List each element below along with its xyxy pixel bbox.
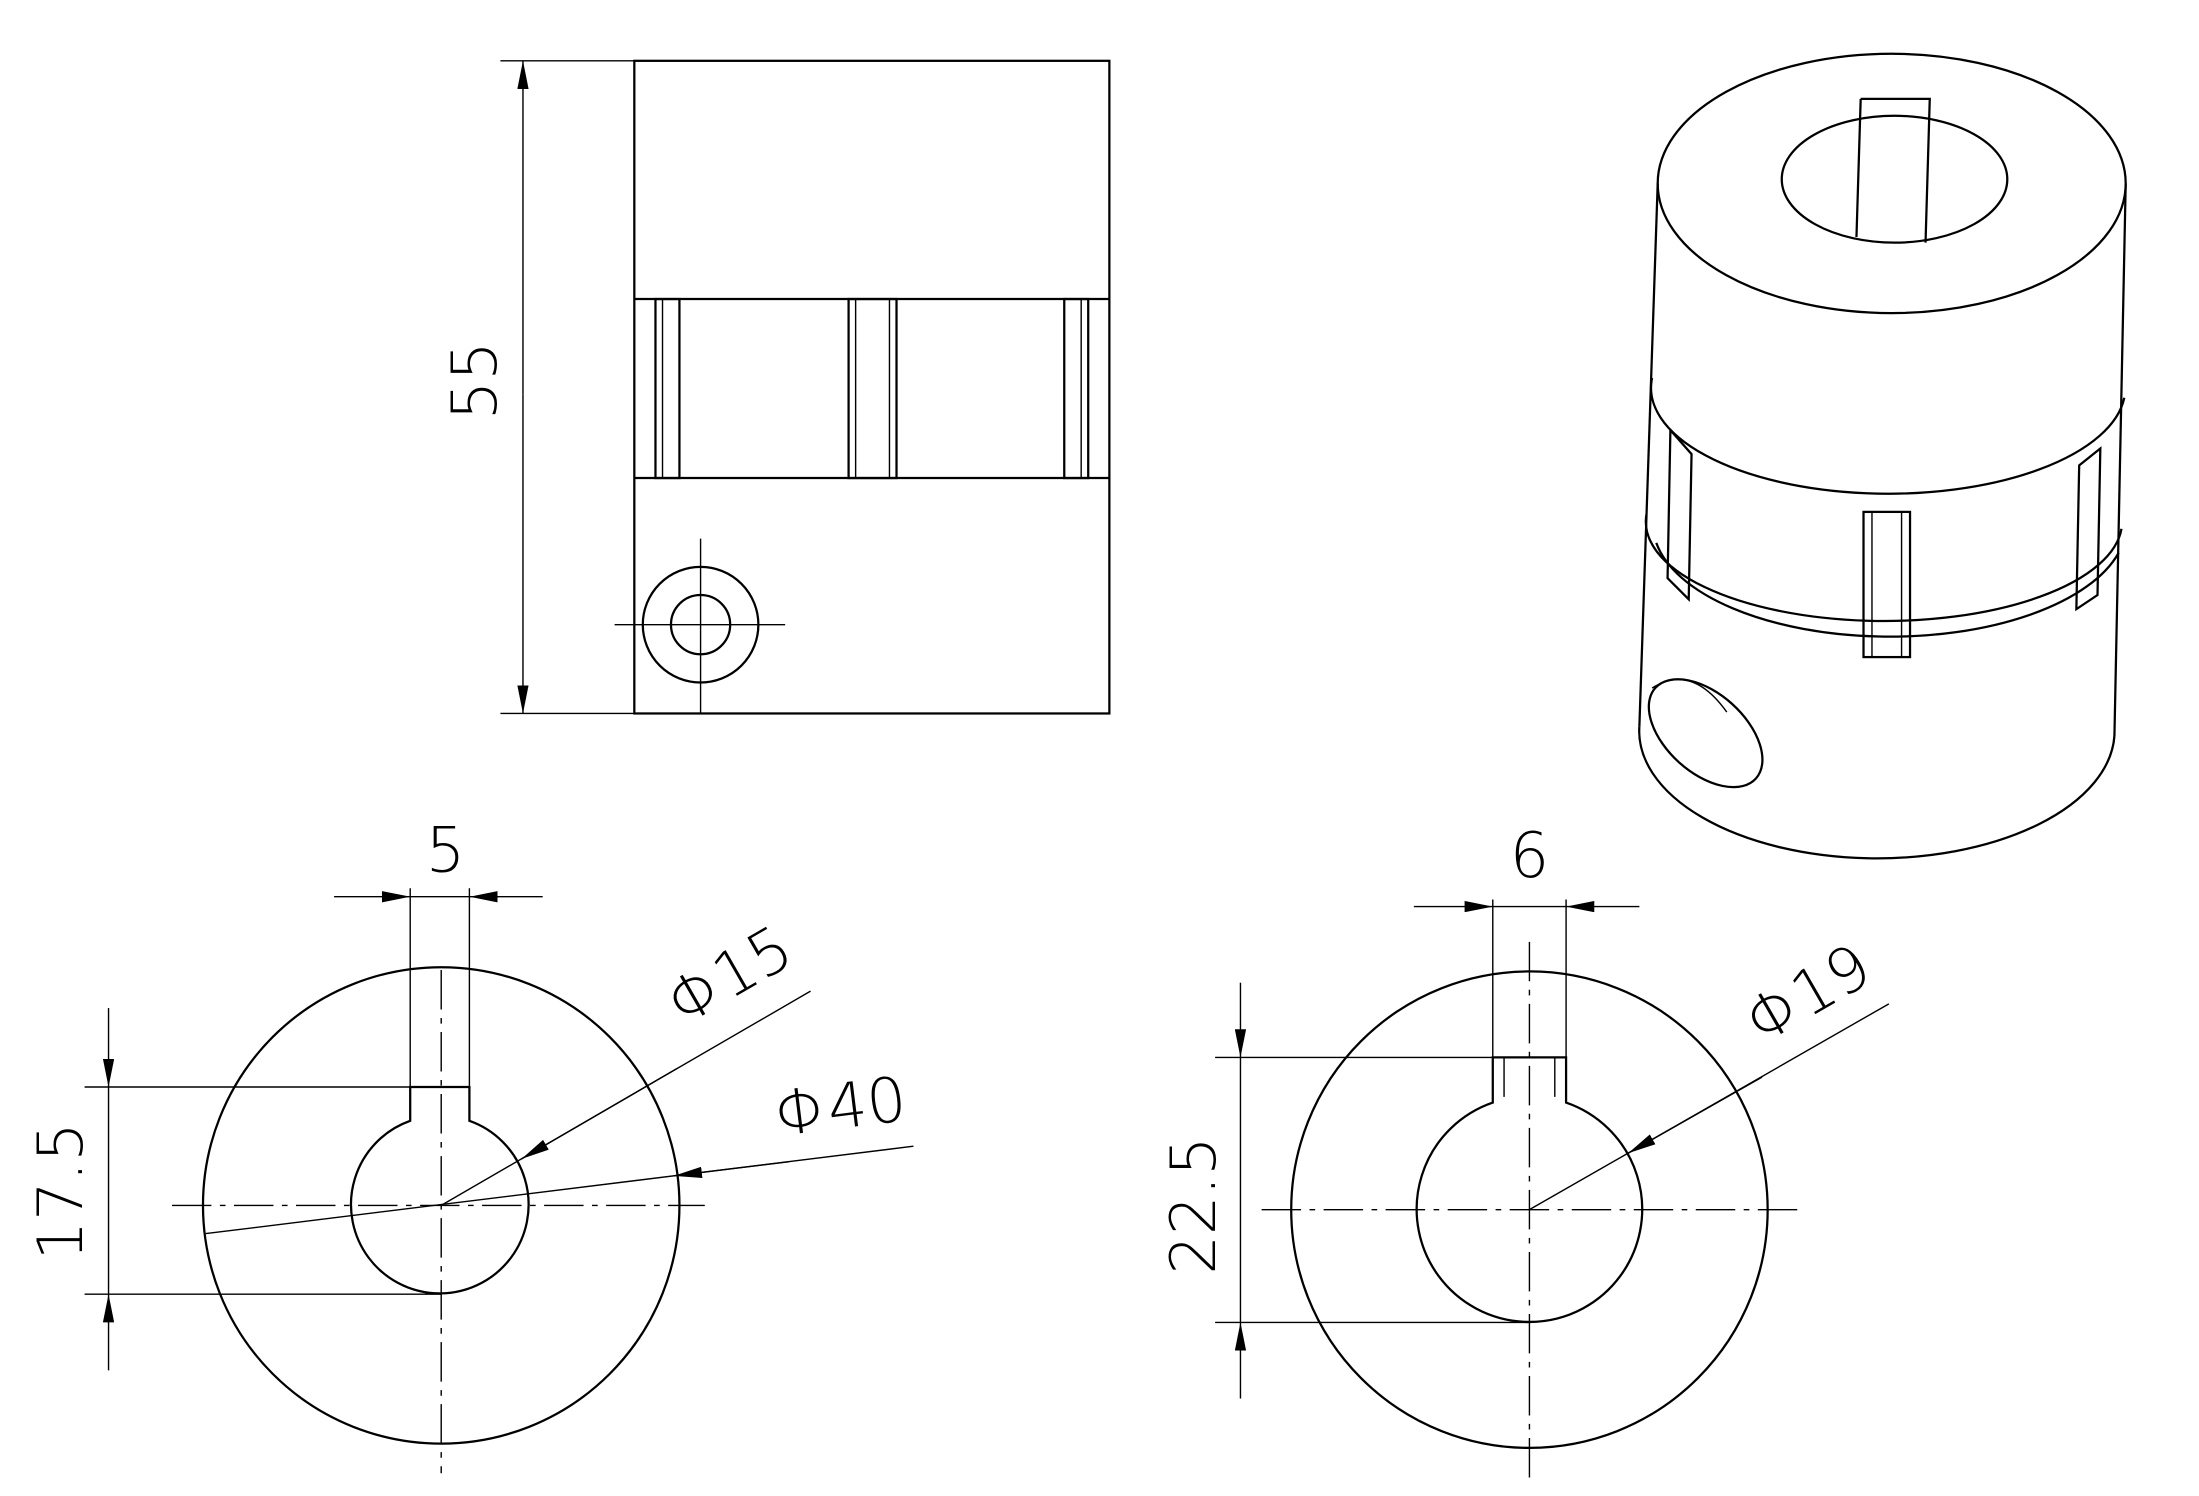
height-dimension: 55 bbox=[438, 60, 635, 715]
key-depth-label-17-5: 17.5 bbox=[24, 1122, 97, 1260]
bore-dia-label-15: Φ15 bbox=[654, 911, 805, 1040]
height-dim-label: 55 bbox=[438, 341, 511, 420]
key-depth-label-22-5: 22.5 bbox=[1157, 1136, 1230, 1274]
key-width-label-6: 6 bbox=[1510, 819, 1549, 892]
slots bbox=[654, 297, 1090, 480]
front-view: 55 bbox=[438, 59, 1111, 715]
key-width-label-5: 5 bbox=[426, 813, 465, 886]
right-end-view: 6 Φ19 22.5 bbox=[1157, 819, 1890, 1481]
left-end-view: 5 Φ15 Φ40 17.5 bbox=[24, 813, 914, 1474]
iso-screw-hole bbox=[1647, 678, 1764, 789]
bore-dia-label-19: Φ19 bbox=[1732, 929, 1883, 1058]
iso-slots bbox=[1666, 427, 2102, 659]
set-screw-hole bbox=[614, 538, 786, 714]
outer-dia-label-40: Φ40 bbox=[770, 1062, 910, 1151]
isometric-view bbox=[1638, 52, 2127, 860]
